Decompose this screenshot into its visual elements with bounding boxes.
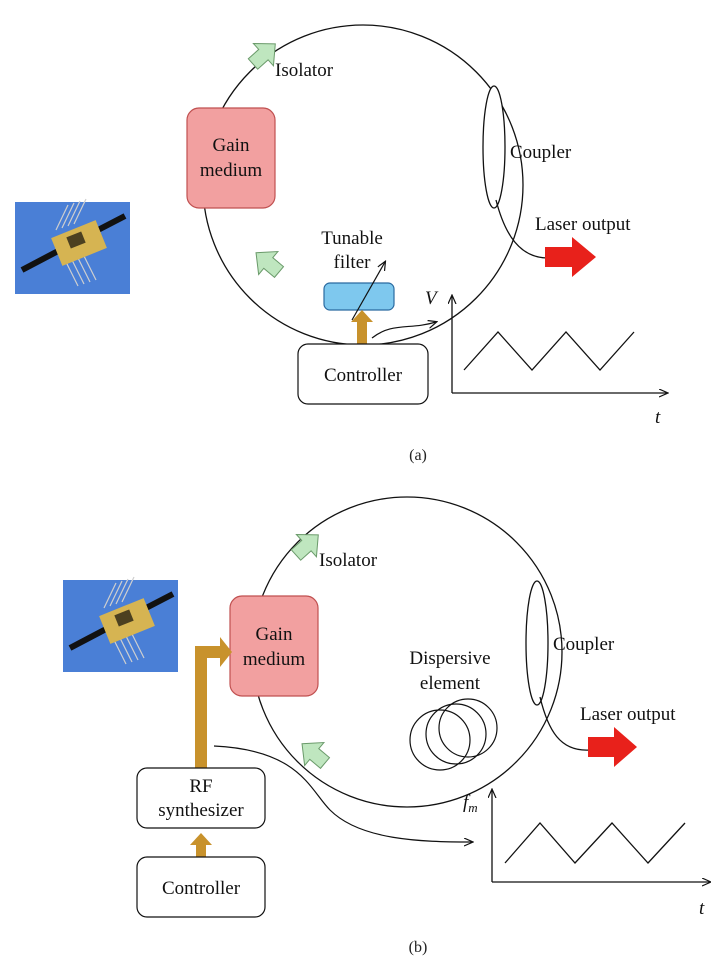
controller-box-b: [136, 856, 266, 918]
controller-box-a: [297, 343, 429, 405]
tunable-filter-label-a-line2: filter: [334, 252, 372, 273]
dispersive-element-label-b-line1: Dispersive: [409, 648, 490, 669]
panel-b: Coupler Laser output Gain medium Isolato…: [63, 496, 710, 956]
tunable-filter-label-a-line1: Tunable: [321, 228, 383, 249]
isolator-arrow-bottom-a: [255, 250, 285, 279]
rf-synthesizer-box-b: [136, 767, 266, 829]
rf-synthesizer-label-b-line2: synthesizer: [158, 800, 244, 821]
laser-device-photo-b: [63, 576, 178, 672]
drive-arrow-b: [195, 637, 232, 770]
coupler-b: [525, 580, 549, 706]
y-axis-label-b: fm: [463, 792, 478, 815]
isolator-label-b: Isolator: [319, 550, 378, 571]
isolator-arrow-top-b: [290, 533, 319, 561]
x-axis-label-a: t: [655, 407, 661, 428]
controller-label-b: Controller: [162, 878, 241, 899]
coupler-label-a: Coupler: [510, 142, 572, 163]
frequency-triangle-wave-b: [504, 822, 686, 864]
isolator-arrow-bottom-b: [301, 741, 331, 770]
dispersive-element-label-b-line2: element: [420, 673, 481, 694]
gain-medium-a: [186, 107, 276, 209]
caption-b: (b): [409, 939, 428, 956]
gain-medium-label-b-line1: Gain: [256, 624, 293, 645]
controller-label-a: Controller: [324, 365, 403, 386]
caption-a: (a): [409, 447, 427, 464]
laser-output-arrow-a: [545, 237, 596, 277]
dispersive-element-coil-b: [409, 698, 498, 771]
laser-output-label-a: Laser output: [535, 214, 631, 235]
y-axis-label-b-sub: m: [468, 800, 477, 815]
panel-a: Coupler Laser output Gain medium Isolato…: [15, 24, 667, 464]
drive-arrow-a: [351, 310, 373, 345]
laser-output-label-b: Laser output: [580, 704, 676, 725]
gain-medium-b: [229, 595, 319, 697]
gain-medium-label-a-line2: medium: [200, 160, 262, 181]
voltage-sweep-plot-a: V t: [425, 288, 667, 428]
rf-synthesizer-label-b-line1: RF: [189, 776, 212, 797]
controller-arrow-b: [190, 833, 212, 858]
gain-medium-label-a-line1: Gain: [213, 135, 250, 156]
coupler-label-b: Coupler: [553, 634, 615, 655]
isolator-arrow-top-a: [247, 42, 276, 70]
x-axis-label-b: t: [699, 898, 705, 919]
voltage-triangle-wave-a: [463, 331, 635, 371]
laser-output-arrow-b: [588, 727, 637, 767]
tunable-filter-a: [323, 282, 395, 311]
y-axis-label-a: V: [425, 288, 439, 309]
y-axis-label-b-main: f: [463, 792, 471, 813]
coupler-a: [482, 85, 506, 209]
isolator-label-a: Isolator: [275, 60, 334, 81]
frequency-sweep-plot-b: fm t: [463, 790, 710, 919]
gain-medium-label-b-line2: medium: [243, 649, 305, 670]
laser-device-photo-a: [15, 198, 130, 294]
